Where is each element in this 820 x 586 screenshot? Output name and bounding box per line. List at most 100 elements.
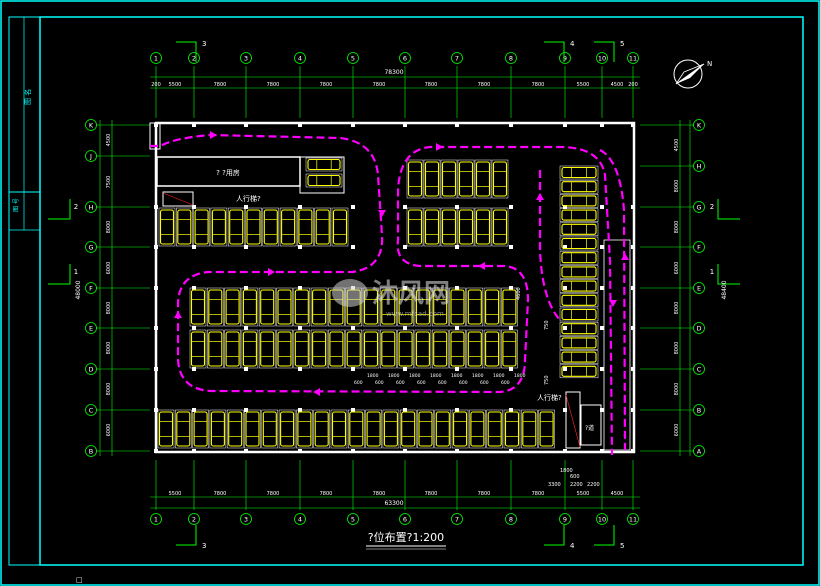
car — [561, 223, 597, 235]
route-arrows — [174, 131, 629, 396]
car — [453, 411, 468, 447]
left-dim: 4500 — [106, 134, 112, 147]
axis-bubble-left — [85, 201, 97, 213]
top-dim: 7800 — [267, 82, 280, 88]
parking-space — [431, 329, 449, 369]
parking-space — [175, 409, 192, 449]
column — [563, 286, 567, 290]
section-mark: 3 — [176, 525, 206, 550]
parking-space — [345, 329, 362, 369]
car — [418, 411, 433, 447]
parking-space — [431, 287, 449, 327]
row-dim: 1800 — [472, 373, 484, 379]
column — [600, 449, 604, 453]
top-total-dim: 78300 — [384, 69, 403, 76]
car — [485, 331, 500, 367]
car — [246, 209, 261, 245]
parking-space — [227, 207, 245, 247]
column — [563, 205, 567, 209]
top-dim: 4500 — [611, 82, 624, 88]
car — [294, 331, 309, 367]
section-mark-label: 1 — [74, 268, 78, 276]
left-dim: 8000 — [106, 383, 112, 396]
column — [154, 367, 158, 371]
row-dim: 1800 — [367, 373, 379, 379]
axis-label-top: 3 — [244, 55, 248, 63]
parking-space — [189, 329, 207, 369]
column — [509, 123, 513, 127]
axis-bubble-bottom — [505, 513, 517, 525]
car — [159, 209, 175, 245]
car — [502, 289, 517, 325]
car — [228, 411, 243, 447]
axis-label-left: D — [88, 366, 93, 374]
column — [455, 245, 459, 249]
car — [229, 209, 244, 245]
car — [435, 411, 450, 447]
parking-space — [466, 329, 484, 369]
axis-bubble-right — [693, 119, 705, 131]
column — [563, 123, 567, 127]
parking-space — [241, 329, 259, 369]
car — [433, 289, 448, 325]
right-dim: 8000 — [674, 221, 680, 234]
car — [561, 280, 597, 292]
car — [561, 252, 597, 264]
column — [631, 367, 635, 371]
column — [403, 205, 407, 209]
column — [154, 245, 158, 249]
car — [190, 289, 206, 325]
left-dim: 8000 — [106, 221, 112, 234]
ramp-label: ?道 — [585, 424, 594, 432]
column — [563, 245, 567, 249]
top-dim: 200 — [628, 82, 638, 88]
axis-bubble-top — [188, 52, 200, 64]
column — [403, 245, 407, 249]
top-dim: 7800 — [478, 82, 491, 88]
svg-text:4600: 4600 — [516, 287, 522, 300]
axis-label-top: 11 — [629, 55, 637, 63]
parking-space — [176, 207, 193, 247]
car — [329, 331, 344, 367]
car — [492, 209, 508, 245]
parking-space — [296, 409, 313, 449]
stair-top — [162, 191, 194, 207]
car — [475, 209, 491, 245]
parking-space — [348, 409, 365, 449]
axis-label-bottom: 2 — [192, 516, 196, 524]
section-mark-label: 5 — [620, 542, 624, 550]
axis-bubble-top — [505, 52, 517, 64]
car — [467, 289, 482, 325]
car — [485, 289, 500, 325]
axis-bubble-bottom — [150, 513, 162, 525]
parking-space — [293, 329, 311, 369]
parking-space — [279, 207, 297, 247]
right-dim: 8000 — [674, 342, 680, 355]
car — [407, 161, 423, 197]
top-dim: 5500 — [169, 82, 182, 88]
parking-space — [207, 329, 224, 369]
column — [351, 367, 355, 371]
axis-label-right: H — [697, 163, 702, 171]
right-total-dim: 48400 — [721, 280, 728, 299]
left-total-dim: 48000 — [75, 280, 82, 299]
parking-space — [158, 207, 176, 247]
right-dim: 4500 — [674, 139, 680, 152]
watermark-text: 沐风网 — [372, 279, 450, 309]
axis-bubble-left — [85, 150, 97, 162]
axis-label-bottom: 8 — [509, 516, 513, 524]
column — [192, 449, 196, 453]
parking-space — [380, 329, 397, 369]
parking-space — [417, 409, 434, 449]
column — [455, 205, 459, 209]
section-mark: 3 — [176, 40, 206, 62]
column — [192, 326, 196, 330]
svg-text:2200: 2200 — [570, 482, 583, 488]
axis-bubble-bottom — [559, 513, 571, 525]
parking-space — [440, 159, 458, 199]
parking-space — [491, 207, 509, 247]
axis-label-bottom: 3 — [244, 516, 248, 524]
car — [332, 209, 348, 245]
parking-space — [207, 287, 224, 327]
column — [563, 326, 567, 330]
